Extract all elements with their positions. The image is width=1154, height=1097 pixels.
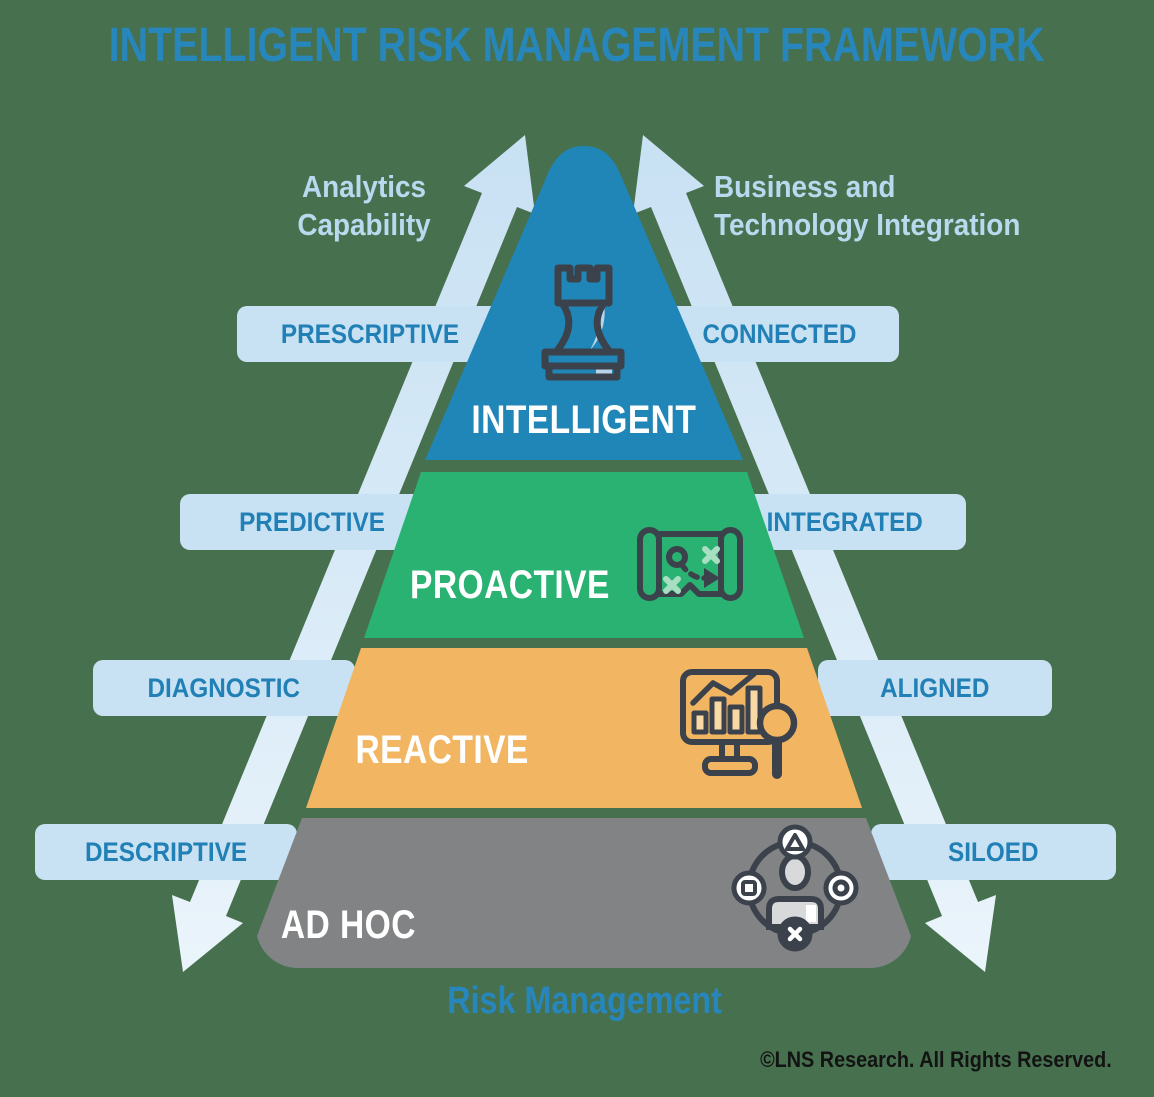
label-integrated: INTEGRATED <box>766 506 923 537</box>
axis-left-line1: Analytics <box>301 169 427 204</box>
siloed-person-icon <box>731 824 859 952</box>
level-name-adhoc: AD HOC <box>280 903 416 947</box>
axis-right-line1: Business and <box>714 169 896 204</box>
axis-right-line2: Technology Integration <box>714 207 1021 242</box>
page-title: INTELLIGENT RISK MANAGEMENT FRAMEWORK <box>109 19 1045 72</box>
label-siloed: SILOED <box>948 836 1039 867</box>
label-connected: CONNECTED <box>703 318 857 349</box>
predictive-box <box>180 494 444 550</box>
analytics-monitor-icon <box>680 669 798 779</box>
level-adhoc-band <box>257 818 911 968</box>
diagnostic-box <box>93 660 355 716</box>
label-diagnostic: DIAGNOSTIC <box>147 672 301 703</box>
axis-left-line2: Capability <box>297 207 431 242</box>
descriptive-box <box>35 824 297 880</box>
level-name-intelligent: INTELLIGENT <box>471 398 697 442</box>
chess-rook-icon <box>541 264 625 381</box>
label-boxes <box>35 306 1116 880</box>
label-aligned: ALIGNED <box>880 672 990 703</box>
integration-axis-label: Business and Technology Integration <box>714 168 1124 244</box>
siloed-box <box>871 824 1116 880</box>
risk-management-axis-label: Risk Management <box>447 980 723 1022</box>
integrated-box <box>723 494 966 550</box>
level-name-reactive: REACTIVE <box>355 728 529 772</box>
level-name-proactive: PROACTIVE <box>410 563 610 607</box>
aligned-box <box>818 660 1052 716</box>
analytics-capability-axis-label: Analytics Capability <box>248 168 480 244</box>
label-predictive: PREDICTIVE <box>239 506 385 537</box>
label-descriptive: DESCRIPTIVE <box>84 836 248 867</box>
connected-box <box>661 306 899 362</box>
label-prescriptive: PRESCRIPTIVE <box>280 318 460 349</box>
prescriptive-box <box>237 306 503 362</box>
level-proactive-band <box>364 472 804 638</box>
strategy-map-icon <box>637 527 743 601</box>
copyright-notice: ©LNS Research. All Rights Reserved. <box>760 1047 1112 1072</box>
